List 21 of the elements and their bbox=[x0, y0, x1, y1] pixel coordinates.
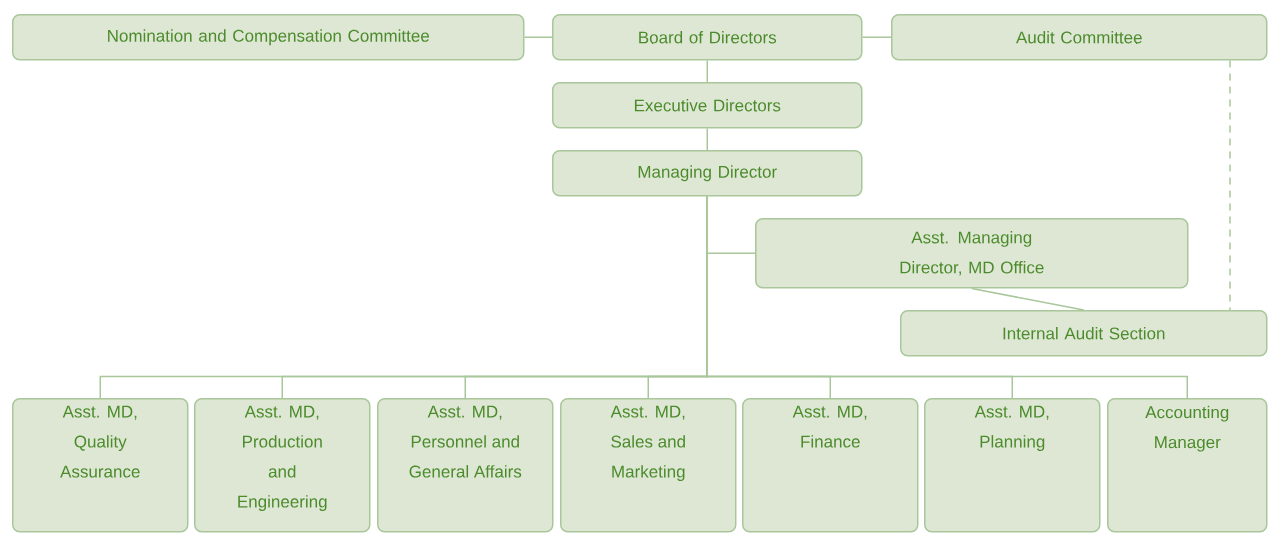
org-box: Nomination and Compensation Committee bbox=[12, 14, 525, 61]
org-box: Audit Committee bbox=[891, 14, 1268, 61]
connector-line bbox=[861, 36, 892, 38]
connector-line bbox=[1229, 59, 1231, 311]
connector-line bbox=[523, 36, 553, 38]
org-box: Managing Director bbox=[552, 150, 863, 197]
org-box: Executive Directors bbox=[552, 82, 863, 129]
connector-line bbox=[706, 59, 708, 83]
org-box: Asst. MD, Finance bbox=[742, 398, 919, 533]
org-box: Asst. MD, Quality Assurance bbox=[12, 398, 189, 533]
org-box: Accounting Manager bbox=[1107, 398, 1268, 533]
org-box: Asst. MD, Planning bbox=[924, 398, 1101, 533]
connector-line bbox=[706, 127, 708, 151]
org-box: Asst. Managing Director, MD Office bbox=[755, 218, 1189, 289]
org-box: Internal Audit Section bbox=[900, 310, 1268, 357]
connector-line bbox=[971, 287, 1085, 311]
org-box: Asst. MD, Sales and Marketing bbox=[560, 398, 737, 533]
connector-line bbox=[706, 195, 1188, 399]
org-box: Asst. MD, Personnel and General Affairs bbox=[377, 398, 554, 533]
org-box: Board of Directors bbox=[552, 14, 863, 61]
org-box: Asst. MD, Production and Engineering bbox=[194, 398, 371, 533]
